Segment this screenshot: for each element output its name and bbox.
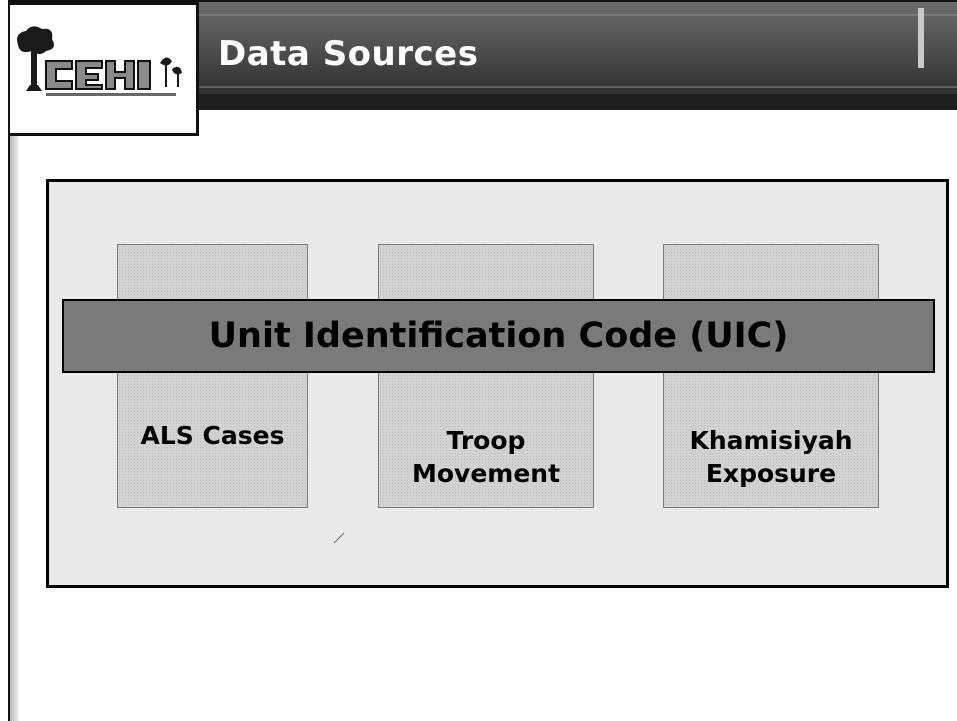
tree-icon	[17, 26, 54, 91]
column-label: Khamisiyah Exposure	[689, 425, 853, 489]
header-bar	[196, 2, 957, 110]
column-box-troop-movement: Troop Movement	[378, 244, 594, 508]
uic-label: Unit Identification Code (UIC)	[208, 316, 789, 356]
logo	[8, 2, 199, 136]
column-box-als-cases: ALS Cases	[117, 244, 308, 508]
logo-lettering	[45, 60, 151, 90]
header-stripe	[196, 14, 957, 16]
header-stripe	[196, 94, 957, 110]
slide-top-border	[8, 0, 957, 2]
header-stripe	[196, 86, 957, 88]
slide-left-shadow	[10, 136, 20, 721]
uic-bar: Unit Identification Code (UIC)	[62, 299, 935, 373]
slide-left-border	[8, 0, 10, 721]
header-accent	[918, 8, 924, 68]
column-box-khamisiyah-exposure: Khamisiyah Exposure	[663, 244, 879, 508]
column-label: ALS Cases	[140, 421, 285, 451]
logo-graphic	[17, 26, 182, 96]
slide-title: Data Sources	[218, 34, 479, 74]
column-label: Troop Movement	[411, 425, 561, 489]
leaf-icon	[160, 57, 182, 87]
stray-line	[333, 532, 345, 544]
